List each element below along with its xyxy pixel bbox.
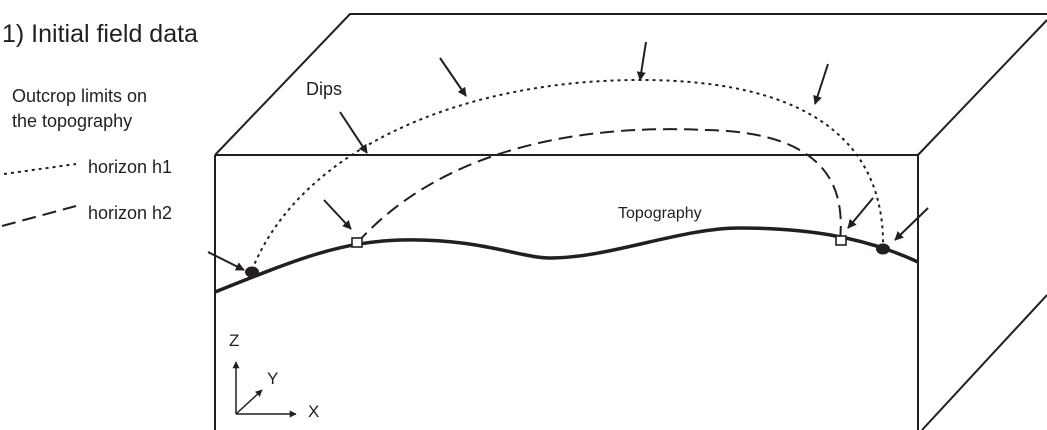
coordinate-axes (232, 361, 297, 418)
horizon-h1-outcrop-point (245, 266, 259, 278)
block-outline (214, 13, 1047, 430)
horizon-h2-outcrop-line (356, 128, 842, 244)
horizon-h1-outcrop-point (876, 243, 890, 255)
legend-heading: Outcrop limits on (12, 86, 148, 106)
dip-arrow (813, 63, 829, 105)
horizon-h2-outcrop-point (835, 235, 847, 246)
dip-arrow (323, 199, 352, 230)
dip-arrow (847, 197, 874, 229)
horizon-h2-outcrop-point (351, 237, 363, 248)
dip-arrow (207, 251, 245, 271)
legend-label-horizon-h1: horizon h1 (88, 157, 173, 177)
block-top-face (214, 13, 1047, 156)
legend-h1-line-sample (3, 163, 77, 175)
dips-label: Dips (306, 79, 343, 99)
figure-title: 1) Initial field data (2, 20, 198, 48)
x-axis-label: X (308, 402, 320, 421)
dip-arrow (636, 41, 647, 81)
dip-arrows (207, 41, 929, 271)
y-axis-label: Y (267, 369, 279, 388)
dip-arrow (339, 111, 368, 154)
topography-line (214, 226, 919, 294)
legend-heading: the topography (12, 111, 133, 131)
block-bottom-right-edge (921, 294, 1047, 430)
block-top-right-edge (917, 19, 1047, 156)
legend-label-horizon-h2: horizon h2 (88, 203, 173, 223)
dip-arrow (439, 57, 467, 97)
y-axis-arrow (235, 389, 263, 415)
topography-label: Topography (618, 205, 702, 222)
horizon-h1-outcrop-line (251, 78, 885, 271)
z-axis-label: Z (229, 331, 240, 350)
legend-h2-line-sample (1, 205, 77, 227)
dip-arrow (894, 207, 929, 241)
